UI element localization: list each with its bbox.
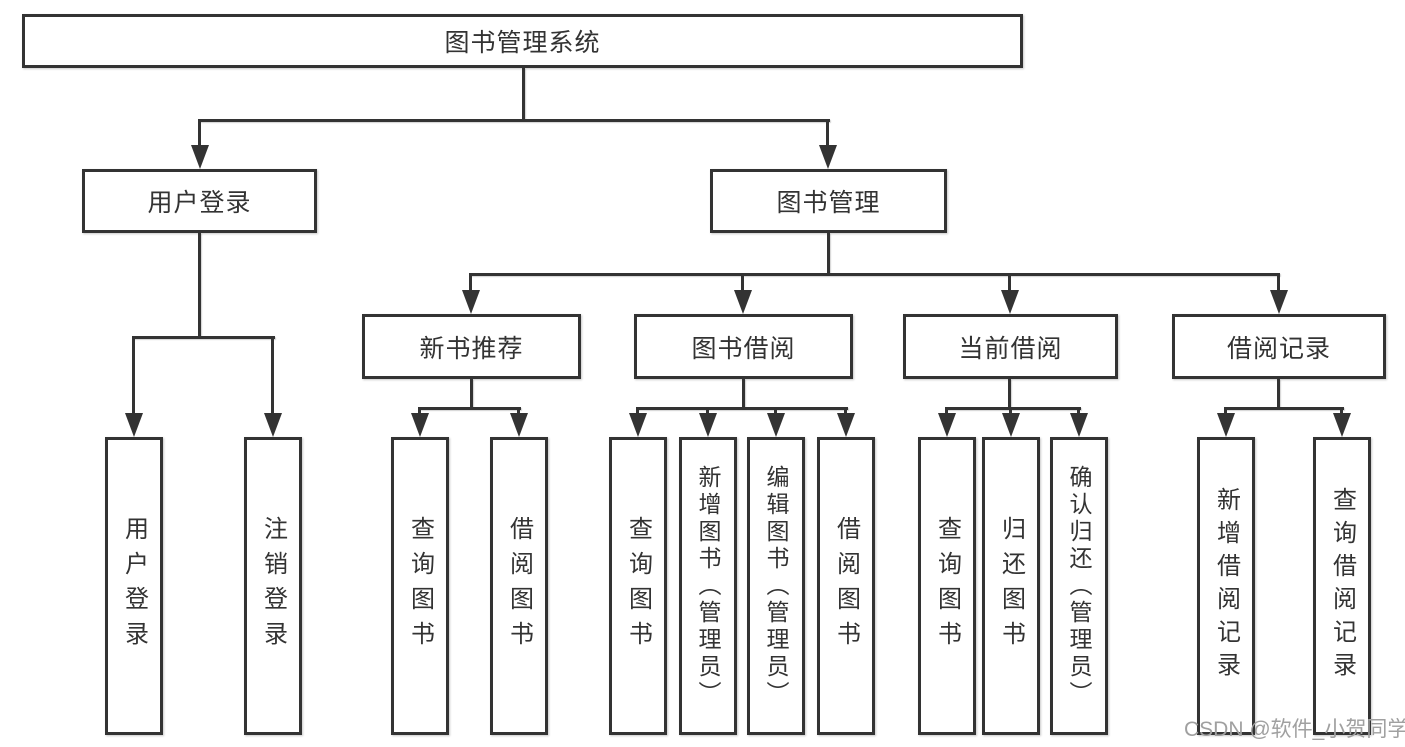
connector-line bbox=[1277, 379, 1280, 407]
connector-line bbox=[199, 119, 830, 122]
arrow-down-icon bbox=[819, 119, 837, 169]
connector-line bbox=[827, 233, 830, 273]
node-root: 图书管理系统 bbox=[22, 14, 1023, 68]
leaf-user-login-label: 用户登录 bbox=[120, 516, 148, 656]
leaf-return-books-label: 归还图书 bbox=[997, 516, 1025, 656]
arrow-down-icon bbox=[734, 273, 752, 314]
arrow-down-icon bbox=[510, 407, 528, 437]
arrow-down-icon bbox=[699, 407, 717, 437]
leaf-query-borrow-record-label: 查询借阅记录 bbox=[1328, 487, 1356, 685]
node-user-login-label: 用户登录 bbox=[147, 189, 252, 217]
leaf-query-borrow-record: 查询借阅记录 bbox=[1313, 437, 1371, 735]
arrow-down-icon bbox=[938, 407, 956, 437]
leaf-confirm-return-admin-label: 确认归还（管理员） bbox=[1066, 464, 1092, 708]
leaf-return-books: 归还图书 bbox=[982, 437, 1040, 735]
leaf-add-borrow-record: 新增借阅记录 bbox=[1197, 437, 1255, 735]
leaf-user-login: 用户登录 bbox=[105, 437, 163, 735]
connector-line bbox=[419, 407, 521, 410]
arrow-down-icon bbox=[462, 273, 480, 314]
node-current-borrowing-label: 当前借阅 bbox=[958, 334, 1063, 363]
leaf-query-books-recommend: 查询图书 bbox=[391, 437, 449, 735]
arrow-down-icon bbox=[629, 407, 647, 437]
leaf-edit-books-admin-label: 编辑图书（管理员） bbox=[763, 464, 789, 708]
node-root-label: 图书管理系统 bbox=[444, 29, 601, 57]
leaf-logout-label: 注销登录 bbox=[259, 516, 287, 656]
leaf-add-books-admin-label: 新增图书（管理员） bbox=[695, 464, 721, 708]
connector-line bbox=[522, 68, 525, 119]
arrow-down-icon bbox=[837, 407, 855, 437]
leaf-query-books-borrow-label: 查询图书 bbox=[624, 516, 652, 656]
node-borrowing-records: 借阅记录 bbox=[1172, 314, 1386, 379]
connector-line bbox=[946, 407, 1081, 410]
connector-line bbox=[742, 379, 745, 407]
arrow-down-icon bbox=[1333, 407, 1351, 437]
leaf-borrow-books-recommend-label: 借阅图书 bbox=[505, 516, 533, 656]
node-new-book-recommendation: 新书推荐 bbox=[362, 314, 581, 379]
arrow-down-icon bbox=[1002, 407, 1020, 437]
arrow-down-icon bbox=[1001, 273, 1019, 314]
arrow-down-icon bbox=[1070, 407, 1088, 437]
leaf-query-books-current-label: 查询图书 bbox=[933, 516, 961, 656]
leaf-query-books-recommend-label: 查询图书 bbox=[406, 516, 434, 656]
leaf-borrow-books-recommend: 借阅图书 bbox=[490, 437, 548, 735]
node-borrowing-records-label: 借阅记录 bbox=[1226, 334, 1331, 363]
arrow-down-icon bbox=[1270, 273, 1288, 314]
leaf-add-borrow-record-label: 新增借阅记录 bbox=[1212, 487, 1240, 685]
node-book-borrowing-label: 图书借阅 bbox=[691, 334, 796, 363]
node-book-management: 图书管理 bbox=[710, 169, 947, 233]
leaf-confirm-return-admin: 确认归还（管理员） bbox=[1050, 437, 1108, 735]
connector-line bbox=[133, 336, 275, 339]
node-book-borrowing: 图书借阅 bbox=[634, 314, 853, 379]
leaf-query-books-current: 查询图书 bbox=[918, 437, 976, 735]
leaf-query-books-borrow: 查询图书 bbox=[609, 437, 667, 735]
arrow-down-icon bbox=[767, 407, 785, 437]
node-new-book-recommendation-label: 新书推荐 bbox=[419, 334, 524, 363]
leaf-borrow-books-label: 借阅图书 bbox=[832, 516, 860, 656]
connector-line bbox=[470, 273, 1280, 276]
connector-line bbox=[1008, 379, 1011, 407]
arrow-down-icon bbox=[411, 407, 429, 437]
leaf-edit-books-admin: 编辑图书（管理员） bbox=[747, 437, 805, 735]
leaf-logout: 注销登录 bbox=[244, 437, 302, 735]
csdn-watermark: CSDN @软件_小贺同学 bbox=[1184, 718, 1405, 741]
leaf-borrow-books: 借阅图书 bbox=[817, 437, 875, 735]
arrow-down-icon bbox=[1217, 407, 1235, 437]
leaf-add-books-admin: 新增图书（管理员） bbox=[679, 437, 737, 735]
node-user-login: 用户登录 bbox=[82, 169, 317, 233]
node-current-borrowing: 当前借阅 bbox=[903, 314, 1118, 379]
node-book-management-label: 图书管理 bbox=[776, 189, 881, 217]
connector-line bbox=[1225, 407, 1344, 410]
arrow-down-icon bbox=[125, 336, 143, 437]
arrow-down-icon bbox=[264, 336, 282, 437]
connector-line bbox=[198, 233, 201, 336]
connector-line bbox=[470, 379, 473, 407]
connector-line bbox=[637, 407, 848, 410]
arrow-down-icon bbox=[191, 119, 209, 169]
